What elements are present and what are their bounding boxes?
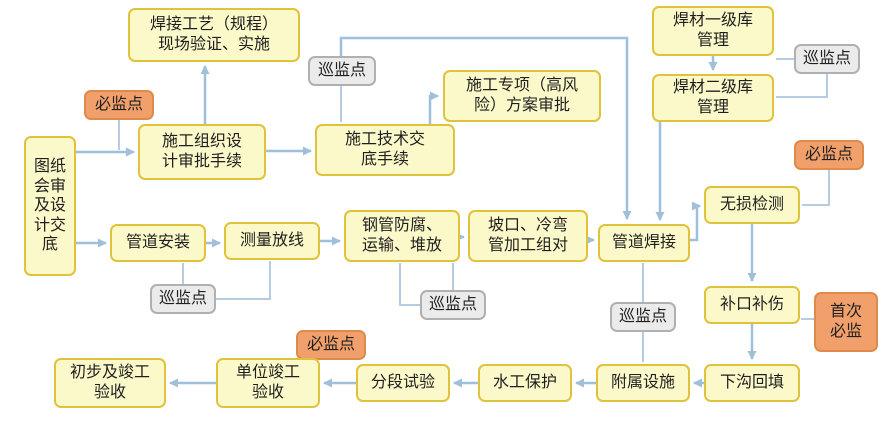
mandatory-point-top-left: 必监点 [84,90,154,120]
node-pipe-anticorrosion-transport: 钢管防腐、 运输、堆放 [344,210,460,262]
node-aux-facilities: 附属设施 [596,364,690,402]
node-tech-disclosure: 施工技术交 底手续 [315,124,455,176]
patrol-point-top-mid: 巡监点 [308,56,376,86]
node-section-test: 分段试验 [356,364,450,402]
node-ndt: 无损检测 [704,186,800,224]
mandatory-point-bottom: 必监点 [296,330,366,360]
node-welding-material-l2-store: 焊材二级库 管理 [652,74,774,122]
node-pipe-welding: 管道焊接 [598,224,690,262]
node-drawing-review-design-disclosure: 图纸 会审 及设 计交 底 [24,136,76,276]
node-hydraulic-protection: 水工保护 [478,364,572,402]
node-pipe-install: 管道安装 [110,224,206,262]
supervision-links [118,58,830,362]
flow-arrows [76,36,757,388]
node-trench-backfill: 下沟回填 [704,364,800,402]
node-joint-coating-repair: 补口补伤 [704,286,800,324]
patrol-point-bevel: 巡监点 [420,290,486,320]
patrol-point-install: 巡监点 [150,284,216,314]
patrol-point-top-right: 巡监点 [794,44,860,74]
node-bevel-coldbend-fitting: 坡口、冷弯 管加工组对 [468,210,588,262]
node-welding-material-l1-store: 焊材一级库 管理 [652,6,774,56]
node-welding-procedure-verification: 焊接工艺（规程） 现场验证、实施 [128,8,300,62]
node-special-plan-approval: 施工专项（高风 险）方案审批 [443,70,601,122]
node-preliminary-final-acceptance: 初步及竣工 验收 [54,358,166,408]
patrol-point-aux: 巡监点 [610,302,676,332]
mandatory-point-right: 必监点 [794,140,864,170]
node-org-design-approval: 施工组织设 计审批手续 [138,124,266,180]
mandatory-point-first-time: 首次 必监 [814,292,878,352]
node-unit-completion-acceptance: 单位竣工 验收 [216,358,320,408]
node-survey-layout: 测量放线 [224,222,320,260]
